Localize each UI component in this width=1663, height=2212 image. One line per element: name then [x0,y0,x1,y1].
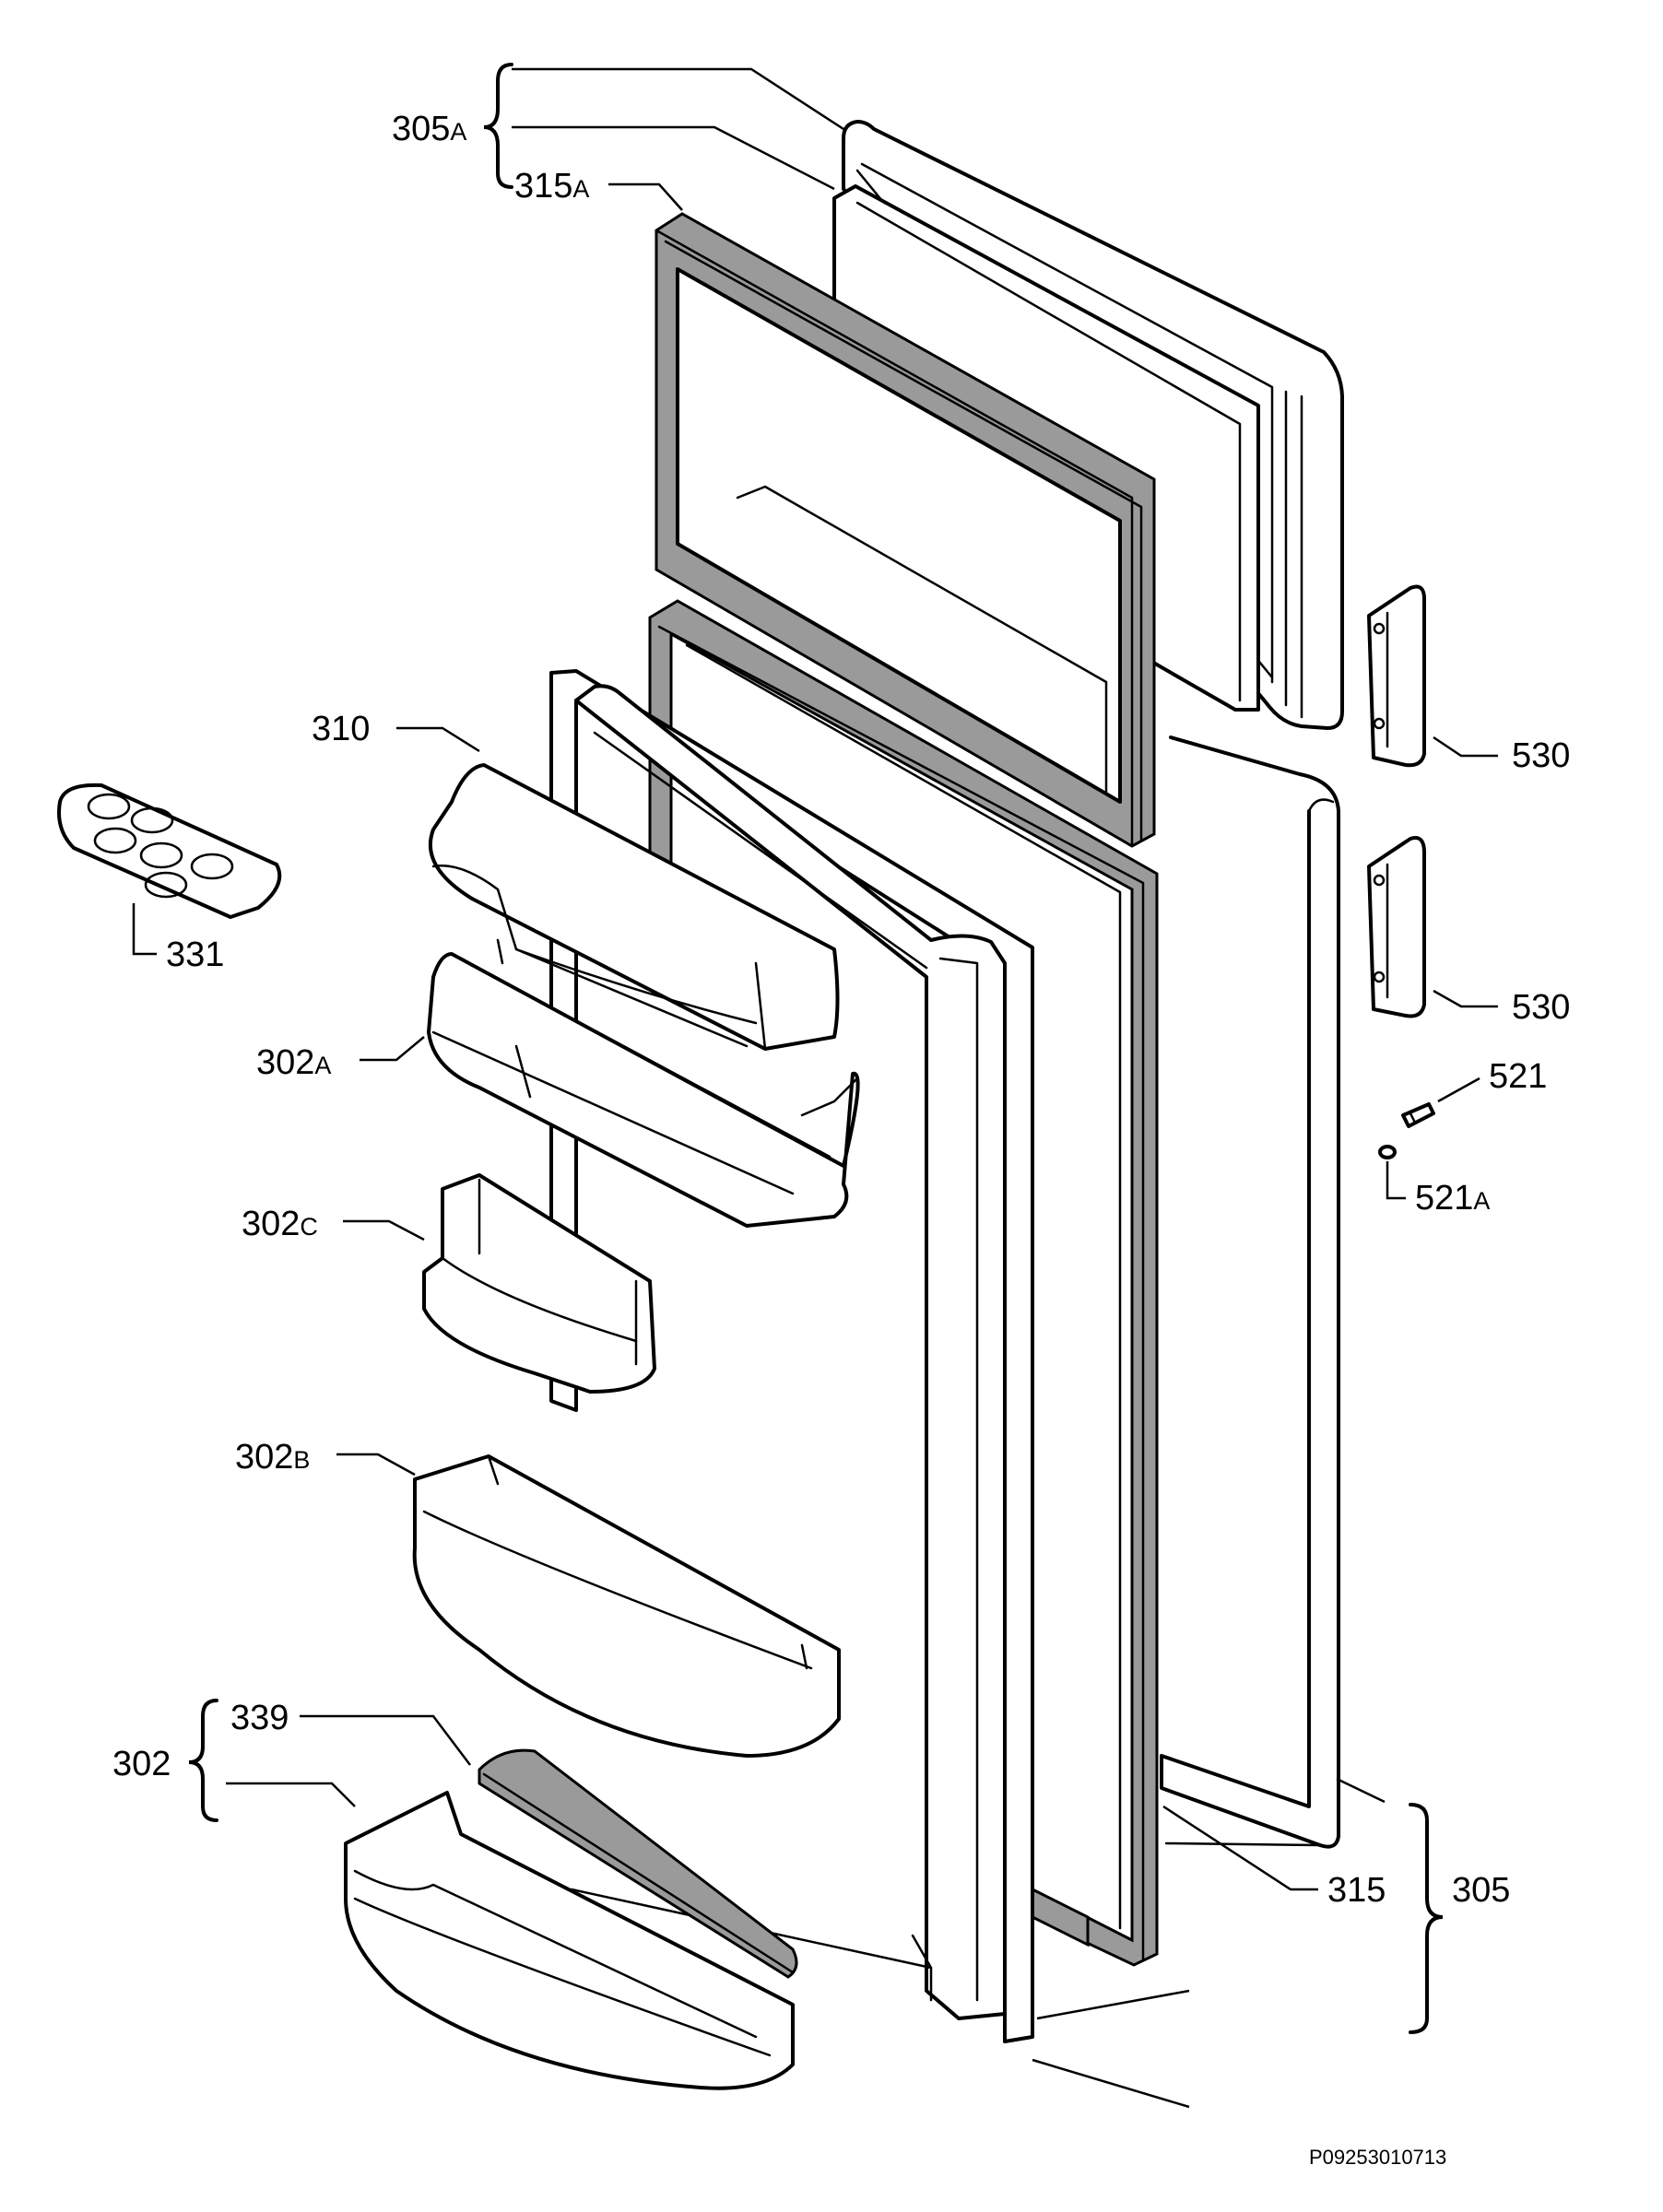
label-521: 521 [1489,1057,1547,1096]
hinge-530-bottom [1367,836,1426,1018]
label-302: 302 [112,1745,171,1783]
label-310: 310 [312,710,370,748]
fridge-door-inner-liner [549,669,1034,2043]
freezer-door-gasket [655,212,1156,848]
washer-521a [1378,1145,1397,1159]
label-339: 339 [230,1699,289,1737]
label-331: 331 [166,935,224,974]
label-521a: 521A [1415,1179,1490,1218]
leader-lines [132,67,1498,2109]
drawing-code: P09253010713 [1309,2146,1446,2169]
label-315: 315 [1327,1871,1386,1910]
braces [188,63,1444,2034]
egg-tray [57,782,282,919]
label-305a: 305A [392,110,466,148]
label-305: 305 [1452,1871,1510,1910]
dairy-compartment-cover [428,763,840,1051]
fridge-door-panel [1160,735,1340,1849]
label-302a: 302A [256,1043,331,1082]
screw-521 [1401,1102,1435,1128]
bottle-guard [478,1748,798,1979]
hinge-530-top [1367,584,1426,768]
label-530-top: 530 [1512,736,1570,775]
bottle-shelf-302 [344,1791,795,2090]
label-315a: 315A [514,167,589,206]
door-shelf-302b [412,1454,841,1758]
label-302b: 302B [235,1438,310,1477]
label-302c: 302C [242,1205,318,1243]
label-530-bottom: 530 [1512,988,1570,1027]
door-shelf-302c [422,1173,656,1394]
part-labels: 305A 315A 310 331 302A 302C 302B 339 302… [112,110,1570,2169]
door-shelf-302a [427,952,860,1228]
